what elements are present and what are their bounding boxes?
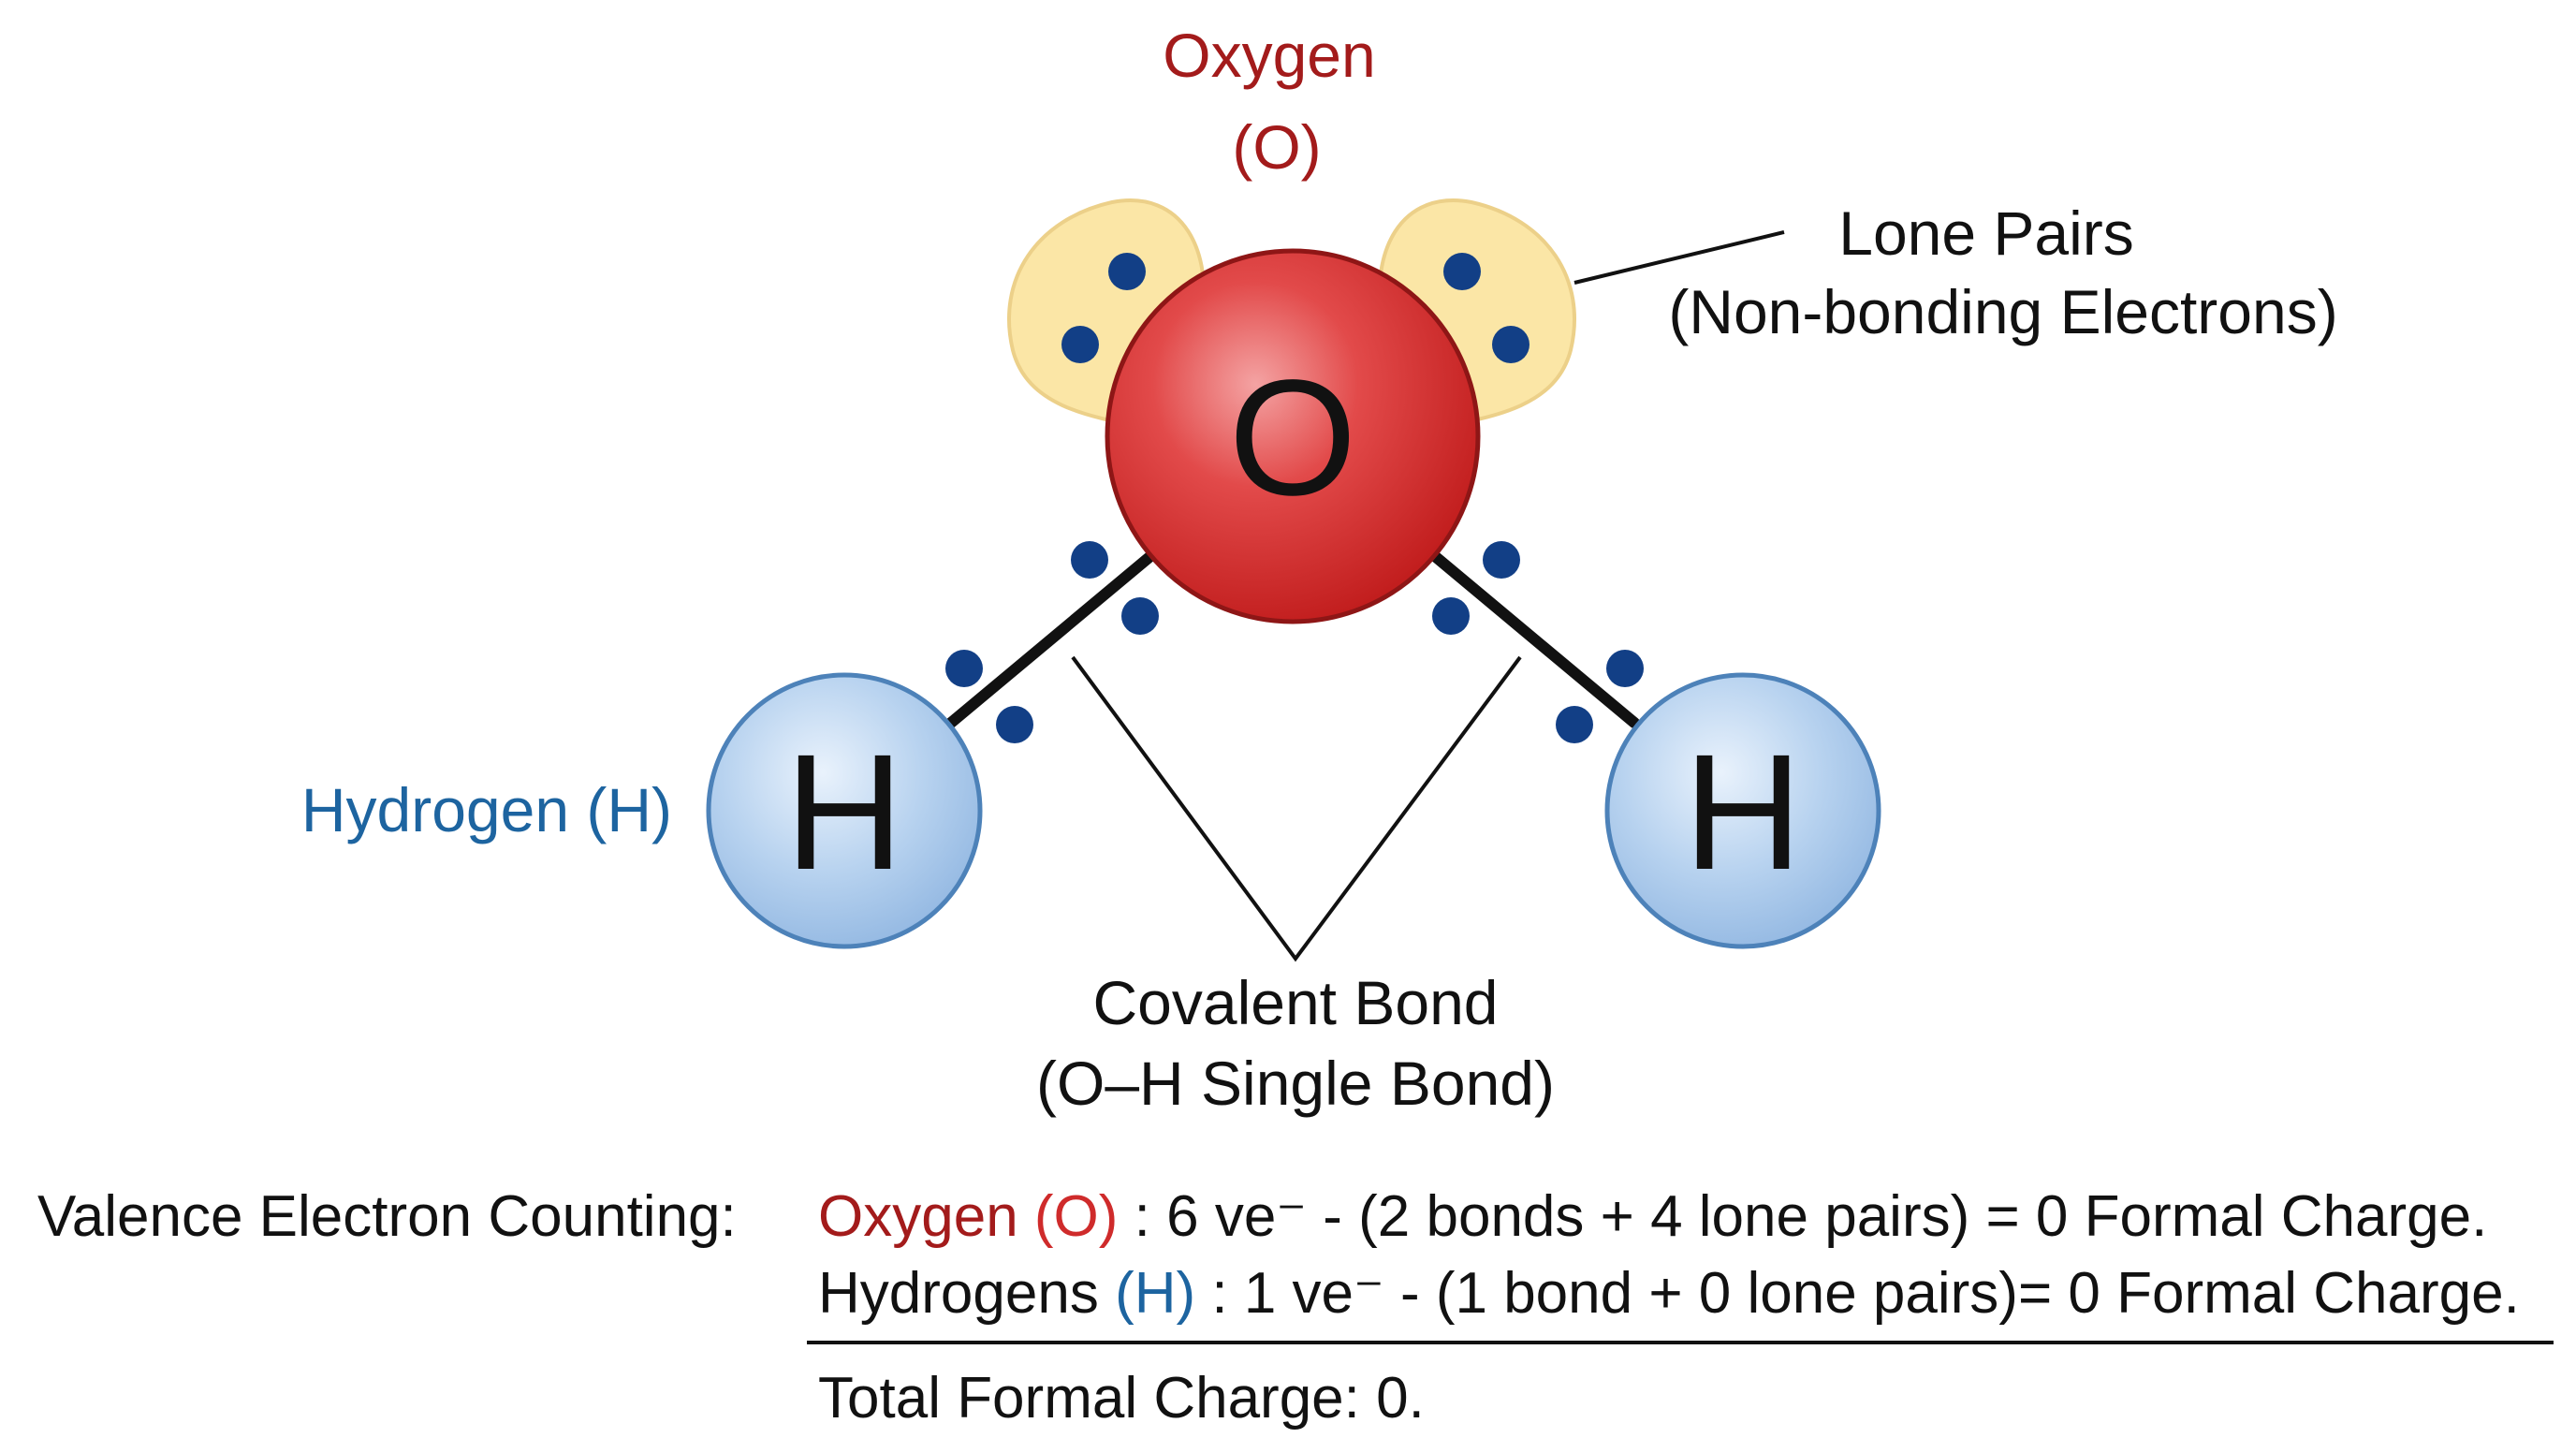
- counting-oxygen-symbol: (O): [1034, 1184, 1119, 1249]
- electron: [1606, 650, 1644, 687]
- electron: [1432, 597, 1470, 635]
- oxygen-label-symbol: (O): [1232, 112, 1321, 182]
- covalent-bond-sublabel: (O–H Single Bond): [1036, 1049, 1555, 1118]
- counting-total: Total Formal Charge: 0.: [818, 1366, 1425, 1431]
- electron: [996, 706, 1033, 743]
- electron: [1061, 326, 1099, 363]
- electron: [1108, 253, 1146, 290]
- electron: [1071, 541, 1108, 579]
- covalent-bond-leader-lines: [1071, 655, 1522, 962]
- counting-hydrogen-symbol: (H): [1115, 1261, 1195, 1326]
- covalent-bond-label: Covalent Bond: [1093, 968, 1499, 1037]
- bond-left: [945, 551, 1155, 728]
- bond-right: [1430, 551, 1640, 728]
- electron: [1443, 253, 1481, 290]
- hydrogen-label: Hydrogen (H): [301, 775, 672, 844]
- lone-pairs-sublabel: (Non-bonding Electrons): [1668, 277, 2337, 346]
- oxygen-atom-symbol: O: [1229, 346, 1357, 530]
- lone-pairs-leader-line: [1573, 230, 1785, 285]
- counting-hydrogen-name: Hydrogens: [818, 1261, 1099, 1326]
- hydrogen-atom-left-symbol: H: [784, 721, 903, 904]
- counting-oxygen-name: Oxygen: [818, 1184, 1018, 1249]
- electron: [1556, 706, 1593, 743]
- electron: [1492, 326, 1530, 363]
- counting-heading: Valence Electron Counting:: [37, 1184, 737, 1249]
- hydrogen-atom-left: [706, 672, 983, 949]
- electron: [945, 650, 983, 687]
- electron: [1483, 541, 1520, 579]
- lone-pairs-label: Lone Pairs: [1838, 198, 2134, 268]
- hydrogen-atom-right: [1604, 672, 1881, 949]
- counting-hydrogen-line: Hydrogens (H) : 1 ve⁻ - (1 bond + 0 lone…: [818, 1261, 2520, 1326]
- counting-oxygen-text: : 6 ve⁻ - (2 bonds + 4 lone pairs) = 0 F…: [1134, 1184, 2488, 1249]
- oxygen-atom: [1105, 248, 1481, 624]
- electron: [1121, 597, 1159, 635]
- hydrogen-atom-right-symbol: H: [1683, 721, 1802, 904]
- counting-hydrogen-text: : 1 ve⁻ - (1 bond + 0 lone pairs)= 0 For…: [1211, 1261, 2519, 1326]
- oxygen-label-name: Oxygen: [1163, 21, 1375, 90]
- counting-oxygen-line: Oxygen (O) : 6 ve⁻ - (2 bonds + 4 lone p…: [818, 1184, 2487, 1249]
